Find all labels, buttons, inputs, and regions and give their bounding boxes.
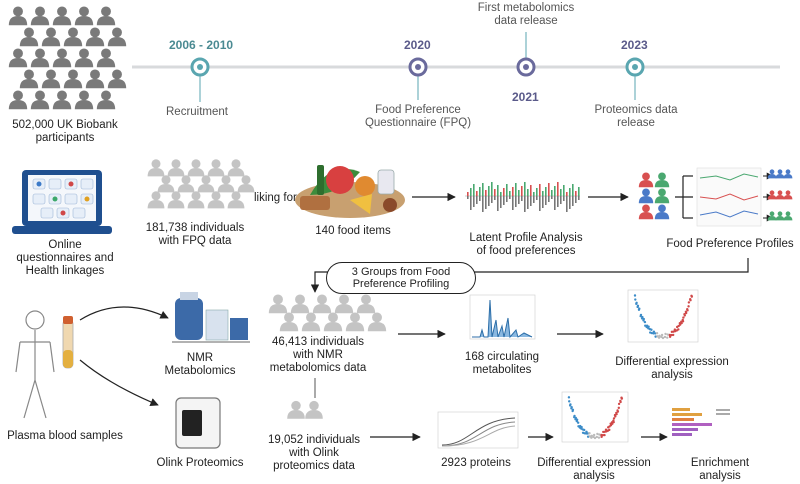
timeline-node-2023	[625, 57, 645, 77]
volcano-plot-olink	[561, 391, 629, 443]
metabolite-spectrum-icon	[469, 294, 536, 340]
liking-for-label: liking for	[254, 192, 297, 204]
food-items-label: 140 food items	[315, 225, 391, 237]
nmr-crowd-icon	[268, 294, 387, 332]
profiles-label: Food Preference Profiles	[666, 238, 794, 250]
olink-device-icon	[175, 397, 221, 449]
year-2020: 2020	[404, 38, 431, 52]
plasma-person-icon	[15, 310, 74, 419]
timeline-node-2020	[408, 57, 428, 77]
year-2021: 2021	[512, 90, 539, 104]
timeline-node-2021	[516, 57, 536, 77]
proteins-label: 2923 proteins	[441, 457, 511, 469]
laptop-icon	[12, 170, 112, 234]
lpa-chart-icon	[465, 182, 580, 212]
plasma-label: Plasma blood samples	[7, 430, 123, 442]
timeline-node-2006	[190, 57, 210, 77]
enrichment-bars-icon	[672, 408, 730, 436]
biobank-crowd-icon	[8, 6, 127, 110]
year-2006: 2006 - 2010	[169, 38, 234, 52]
year-2023: 2023	[621, 38, 648, 52]
fpq-crowd-icon	[147, 159, 255, 209]
recruitment-label: Recruitment	[166, 106, 228, 118]
protein-curves-icon	[437, 411, 519, 449]
profiles-icon	[638, 167, 793, 227]
olink-label: Olink Proteomics	[156, 457, 244, 469]
volcano-plot-nmr	[627, 289, 699, 343]
food-items-icon	[295, 165, 405, 218]
nmr-machine-icon	[172, 292, 250, 343]
olink-crowd-icon	[287, 400, 323, 419]
